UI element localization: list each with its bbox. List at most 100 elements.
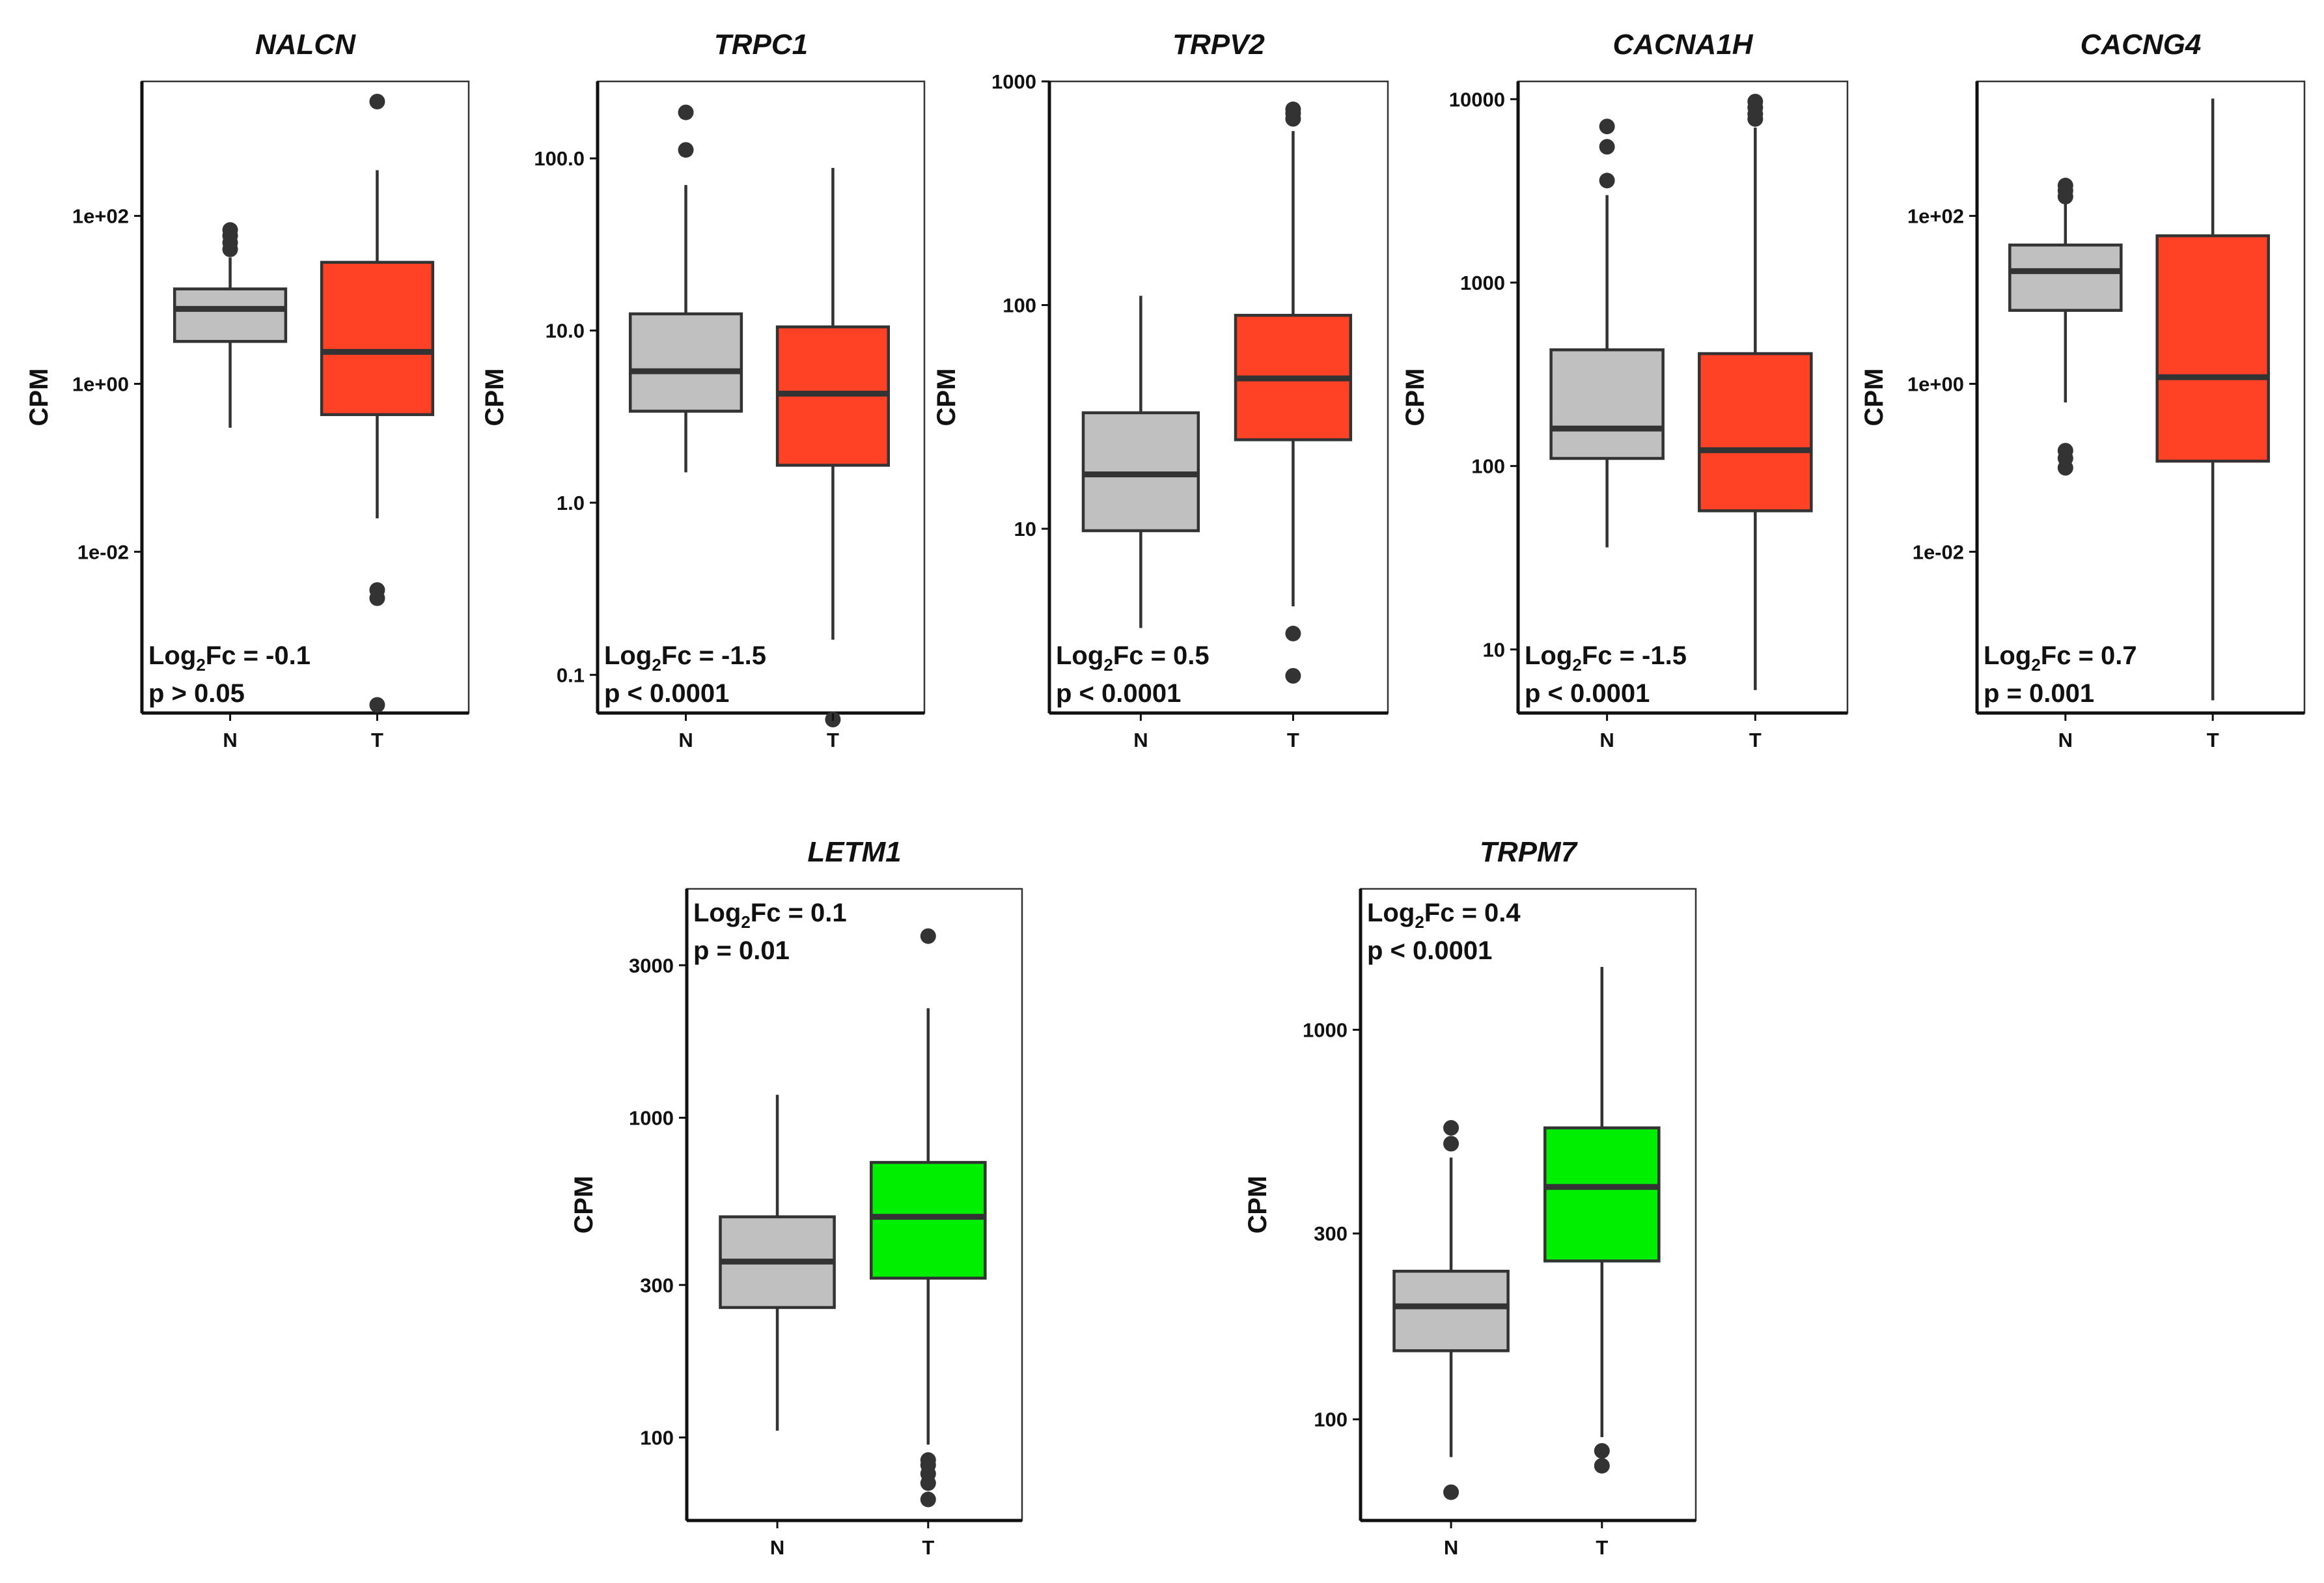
- y-tick-label: 1e+02: [1907, 205, 1964, 228]
- fc-value: Fc = 0.1: [751, 899, 847, 927]
- fc-prefix: Log: [1056, 641, 1103, 670]
- y-axis-label: CPM: [1401, 369, 1430, 427]
- y-tick-label: 10: [1014, 518, 1036, 540]
- fc-value: Fc = 0.4: [1424, 899, 1521, 927]
- y-tick-label: 1000: [991, 70, 1036, 93]
- panel-title: TRPM7: [1480, 836, 1579, 868]
- fc-prefix: Log: [1367, 899, 1415, 927]
- box-t: [1234, 101, 1353, 684]
- p-value-label: p < 0.0001: [1525, 679, 1650, 708]
- y-tick-label: 300: [640, 1274, 674, 1296]
- x-tick-label: N: [1444, 1536, 1458, 1559]
- y-tick-label: 100: [1471, 455, 1505, 478]
- panel-title: CACNA1H: [1612, 29, 1753, 61]
- fc-subscript: 2: [652, 655, 661, 675]
- panel-title: NALCN: [255, 29, 356, 61]
- y-axis-label: CPM: [932, 369, 961, 427]
- x-tick-label: T: [2207, 729, 2219, 751]
- y-axis-label: CPM: [1860, 369, 1888, 427]
- box-n: [1081, 296, 1200, 628]
- y-axis-label: CPM: [480, 369, 509, 427]
- outlier-point: [1599, 139, 1615, 155]
- y-tick-label: 10.0: [546, 320, 585, 343]
- x-tick-label: N: [2058, 729, 2073, 751]
- outlier-point: [678, 104, 694, 120]
- y-tick-label: 300: [1314, 1222, 1348, 1245]
- outlier-point: [1285, 101, 1301, 117]
- outlier-point: [920, 1452, 936, 1468]
- outlier-point: [678, 142, 694, 158]
- y-tick-label: 1e-02: [1913, 540, 1964, 563]
- box-n: [173, 222, 288, 428]
- outlier-point: [1443, 1120, 1459, 1136]
- y-tick-label: 1e+00: [72, 372, 129, 395]
- iqr-box: [1543, 1126, 1661, 1263]
- stats-annotation: Log2Fc = 0.7p = 0.001: [1984, 641, 2137, 708]
- fc-value: Fc = 0.5: [1113, 641, 1210, 670]
- stats-annotation: Log2Fc = -1.5 p < 0.0001: [1525, 641, 1687, 708]
- p-value-label: p = 0.01: [693, 936, 790, 965]
- fold-change-label: Log2Fc = -1.5: [1525, 641, 1687, 675]
- outlier-point: [1285, 667, 1301, 684]
- iqr-box: [870, 1160, 987, 1280]
- outlier-point: [1594, 1457, 1610, 1474]
- iqr-box: [1549, 348, 1665, 460]
- fc-subscript: 2: [2031, 655, 2040, 675]
- fc-subscript: 2: [1103, 655, 1113, 675]
- outlier-point: [1443, 1136, 1459, 1152]
- x-tick-label: N: [223, 729, 237, 751]
- iqr-box: [2155, 234, 2270, 463]
- outlier-point: [2057, 443, 2073, 459]
- outlier-point: [1594, 1443, 1610, 1459]
- y-tick-label: 3000: [629, 954, 674, 977]
- y-tick-label: 1.0: [557, 492, 585, 514]
- outlier-point: [222, 222, 238, 238]
- fold-change-label: Log2Fc = 0.1: [693, 899, 847, 932]
- outlier-point: [1747, 94, 1764, 110]
- fc-prefix: Log: [148, 641, 196, 670]
- y-tick-label: 1e-02: [77, 540, 129, 563]
- outlier-point: [369, 93, 385, 109]
- outlier-point: [2057, 177, 2073, 193]
- box-n: [2008, 177, 2123, 476]
- panel-title: TRPV2: [1172, 29, 1265, 61]
- y-tick-label: 10000: [1449, 88, 1505, 111]
- y-tick-label: 1e+02: [72, 205, 129, 228]
- x-tick-label: T: [922, 1536, 934, 1559]
- outlier-point: [1599, 119, 1615, 135]
- fc-prefix: Log: [1984, 641, 2031, 670]
- y-tick-label: 100: [640, 1427, 674, 1450]
- panel-title: CACNG4: [2081, 29, 2202, 61]
- x-tick-label: N: [1599, 729, 1614, 751]
- p-value-label: p = 0.001: [1984, 679, 2094, 708]
- fold-change-label: Log2Fc = -1.5: [604, 641, 766, 675]
- stats-annotation: Log2Fc = 0.1 p = 0.01: [693, 899, 847, 965]
- box-t: [870, 928, 987, 1507]
- x-tick-label: T: [1596, 1536, 1608, 1559]
- stats-annotation: Log2Fc = 0.4p < 0.0001: [1367, 899, 1521, 965]
- outlier-point: [1443, 1484, 1459, 1500]
- y-tick-label: 1e+00: [1907, 372, 1964, 395]
- iqr-box: [320, 260, 435, 416]
- stats-annotation: Log2Fc = -0.1p > 0.05: [148, 641, 311, 708]
- fold-change-label: Log2Fc = -0.1: [148, 641, 311, 675]
- stats-annotation: Log2Fc = -1.5 p < 0.0001: [604, 641, 766, 708]
- p-value-label: p < 0.0001: [1056, 679, 1181, 708]
- outlier-point: [369, 582, 385, 598]
- y-axis-label: CPM: [570, 1176, 598, 1234]
- x-tick-label: N: [678, 729, 693, 751]
- p-value-label: p < 0.0001: [604, 679, 729, 708]
- fc-subscript: 2: [1572, 655, 1581, 675]
- fc-value: Fc = -1.5: [1582, 641, 1687, 670]
- x-tick-label: T: [1287, 729, 1299, 751]
- fc-value: Fc = -1.5: [661, 641, 766, 670]
- y-axis-label: CPM: [25, 369, 53, 427]
- outlier-point: [1285, 625, 1301, 641]
- p-value-label: p < 0.0001: [1367, 936, 1492, 965]
